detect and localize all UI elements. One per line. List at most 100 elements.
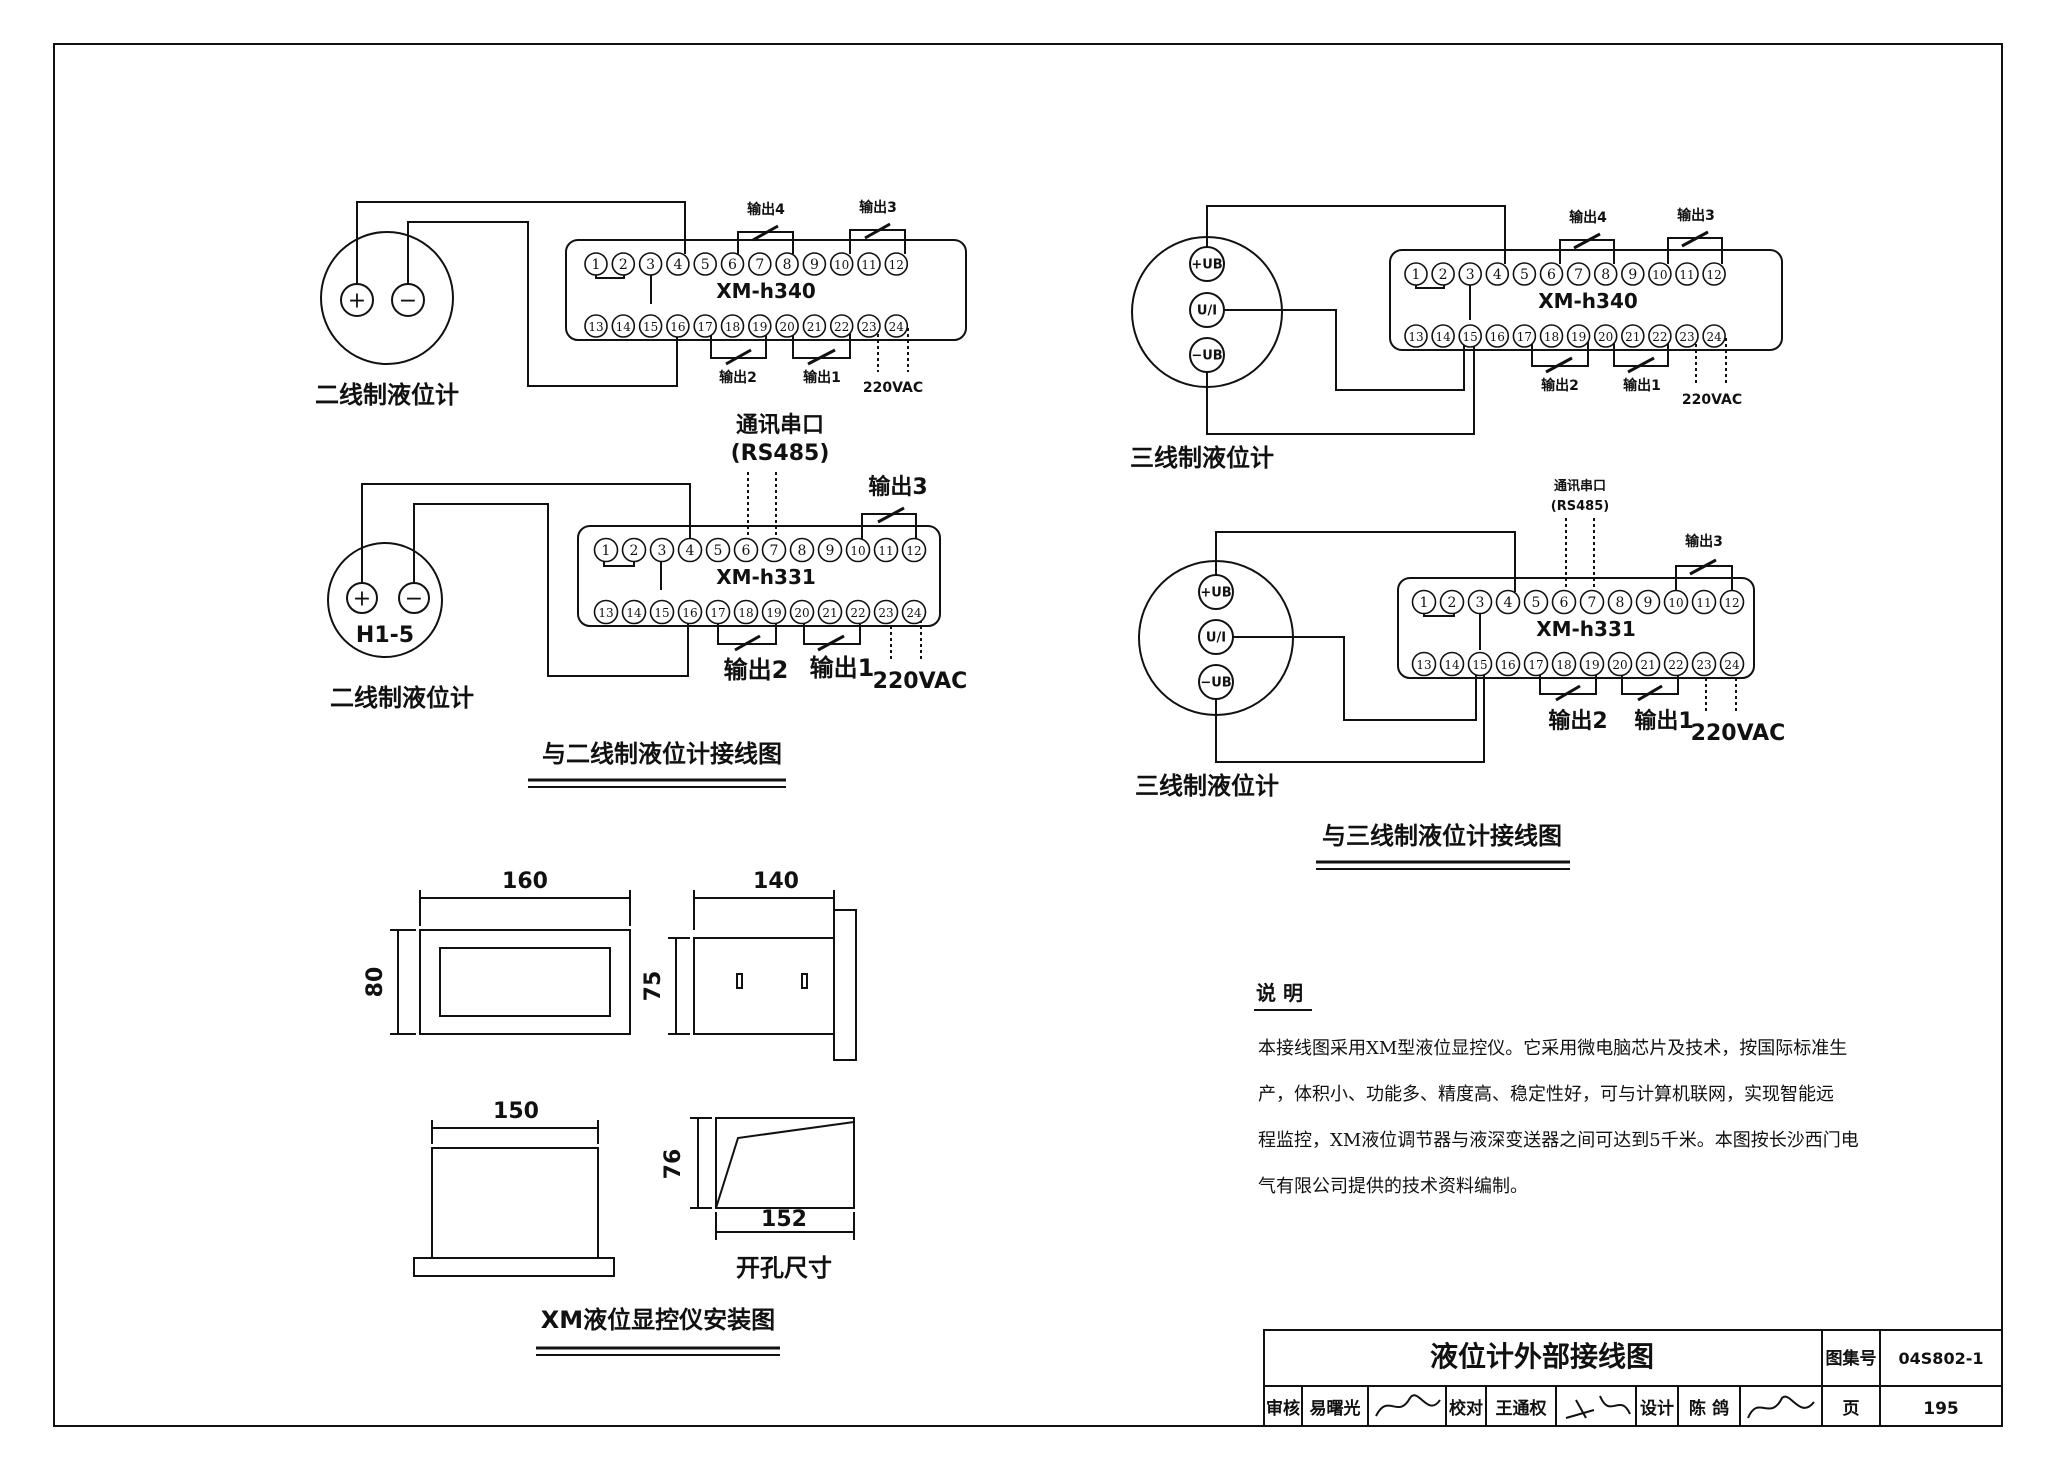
terminal-19: [747, 314, 772, 338]
terminal-11: [857, 252, 881, 276]
terminal-15: [1458, 324, 1482, 348]
terminal-2: [621, 537, 647, 563]
sensor-circle: [320, 231, 454, 365]
terminal-13: [593, 599, 619, 625]
plus-sign: +: [348, 289, 366, 314]
installation-drawings: 160 80 140 75 150 76 152: [363, 869, 857, 1356]
terminal-number: 18: [1556, 658, 1571, 672]
terminal-block: [1389, 249, 1783, 351]
terminal-number: 10: [834, 258, 849, 272]
minus-sign: −: [405, 587, 423, 612]
terminal-12: [884, 252, 909, 276]
terminal-number: 3: [1466, 267, 1475, 283]
terminal-4: [1485, 262, 1510, 286]
terminal-6: [733, 537, 759, 563]
terminal-number: 4: [1493, 267, 1502, 283]
terminal-number: 11: [878, 544, 893, 558]
terminal-number: 23: [1696, 658, 1711, 672]
terminal-2: [1439, 589, 1465, 615]
out1-label: 输出1: [803, 369, 841, 386]
terminal-number: 8: [783, 257, 792, 273]
out2-label: 输出2: [724, 656, 789, 684]
terminal-4: [677, 537, 703, 563]
power-label: 220VAC: [1691, 721, 1786, 746]
terminal-number: 21: [807, 320, 822, 334]
terminal-number: 14: [616, 320, 632, 334]
terminal-number: 7: [1588, 595, 1597, 611]
terminal-10: [1648, 262, 1672, 286]
relay-out3: [861, 513, 917, 540]
terminal-10: [1663, 589, 1689, 615]
terminal-17: [1512, 324, 1537, 348]
terminal-19: [761, 599, 787, 625]
terminal-number: 6: [728, 257, 737, 273]
terminal-14: [1439, 651, 1465, 677]
terminal-9: [1635, 589, 1661, 615]
svg-text:U/I: U/I: [1197, 304, 1217, 319]
terminal-17: [705, 599, 731, 625]
terminal-7: [747, 252, 772, 276]
terminal-number: 10: [1652, 268, 1667, 282]
terminal-number: 7: [770, 543, 779, 559]
wire-plus-to-4: [361, 483, 691, 583]
terminal-15: [649, 599, 675, 625]
terminal-number: 23: [861, 320, 876, 334]
terminal-12: [1719, 589, 1745, 615]
wire-ub-plus-to-4: [1215, 531, 1516, 592]
panel-xm-h331-three-wire: XM-h331 通讯串口 (RS485) 输出3 +UB U/I −UB 三线制…: [1135, 478, 1785, 800]
terminal-12: [901, 537, 927, 563]
terminal-number: 13: [598, 606, 613, 620]
terminal-22: [1648, 324, 1672, 348]
terminal-number: 6: [1560, 595, 1569, 611]
relay-out3: [849, 229, 906, 254]
terminal-number: 21: [1625, 330, 1640, 344]
terminal-number: 20: [1598, 330, 1613, 344]
sensor-label: 二线制液位计: [315, 381, 459, 409]
terminal-9: [802, 252, 827, 276]
terminal-8: [775, 252, 799, 276]
comm-label-2: (RS485): [1551, 499, 1609, 514]
power-label: 220VAC: [1682, 392, 1742, 408]
terminal-15: [638, 314, 663, 338]
terminal-number: 8: [798, 543, 807, 559]
terminal-7: [1566, 262, 1591, 286]
wire-ub-minus-to-16: [1206, 338, 1475, 435]
terminal-22: [1663, 651, 1689, 677]
terminal-16: [677, 599, 703, 625]
relay-out4: [737, 231, 794, 254]
comm-label: 通讯串口: [736, 413, 824, 438]
terminal-14: [1431, 324, 1455, 348]
reviewer-name: 易曙光: [1310, 1398, 1361, 1419]
terminal-number: 19: [766, 606, 781, 620]
svg-text:−UB: −UB: [1200, 676, 1231, 691]
terminal-number: 1: [592, 257, 601, 273]
terminal-number: 24: [1724, 658, 1740, 672]
terminal-number: 3: [658, 543, 667, 559]
model-label: XM-h331: [1536, 617, 1636, 641]
terminal-number: 12: [1724, 596, 1739, 610]
terminal-12: [1702, 262, 1726, 286]
terminal-number: 6: [742, 543, 751, 559]
terminal-number: 23: [878, 606, 893, 620]
terminal-22: [829, 314, 854, 338]
svg-text:U/I: U/I: [1206, 631, 1226, 646]
terminal-13: [1411, 651, 1437, 677]
terminal-number: 16: [670, 320, 685, 334]
sensor-circle: [327, 542, 443, 658]
terminal-number: 4: [1504, 595, 1513, 611]
terminal-number: 24: [906, 606, 922, 620]
out4-label: 输出4: [1569, 209, 1607, 226]
terminal-23: [857, 314, 881, 338]
terminal-20: [1607, 651, 1633, 677]
terminal-number: 9: [810, 257, 819, 273]
caption-three-wire: 与三线制液位计接线图: [1322, 822, 1562, 850]
dim-160: 160: [502, 869, 548, 894]
terminal-4: [1495, 589, 1521, 615]
notes-section: 说 明 本接线图采用XM型液位显控仪。它采用微电脑芯片及技术，按国际标准生 产，…: [1254, 981, 1859, 1197]
model-label: XM-h331: [716, 565, 816, 589]
terminal-6: [1551, 589, 1577, 615]
terminal-number: 15: [654, 606, 669, 620]
side-view: [693, 937, 835, 1035]
terminal-number: 3: [1476, 595, 1485, 611]
terminal-number: 17: [1517, 330, 1532, 344]
